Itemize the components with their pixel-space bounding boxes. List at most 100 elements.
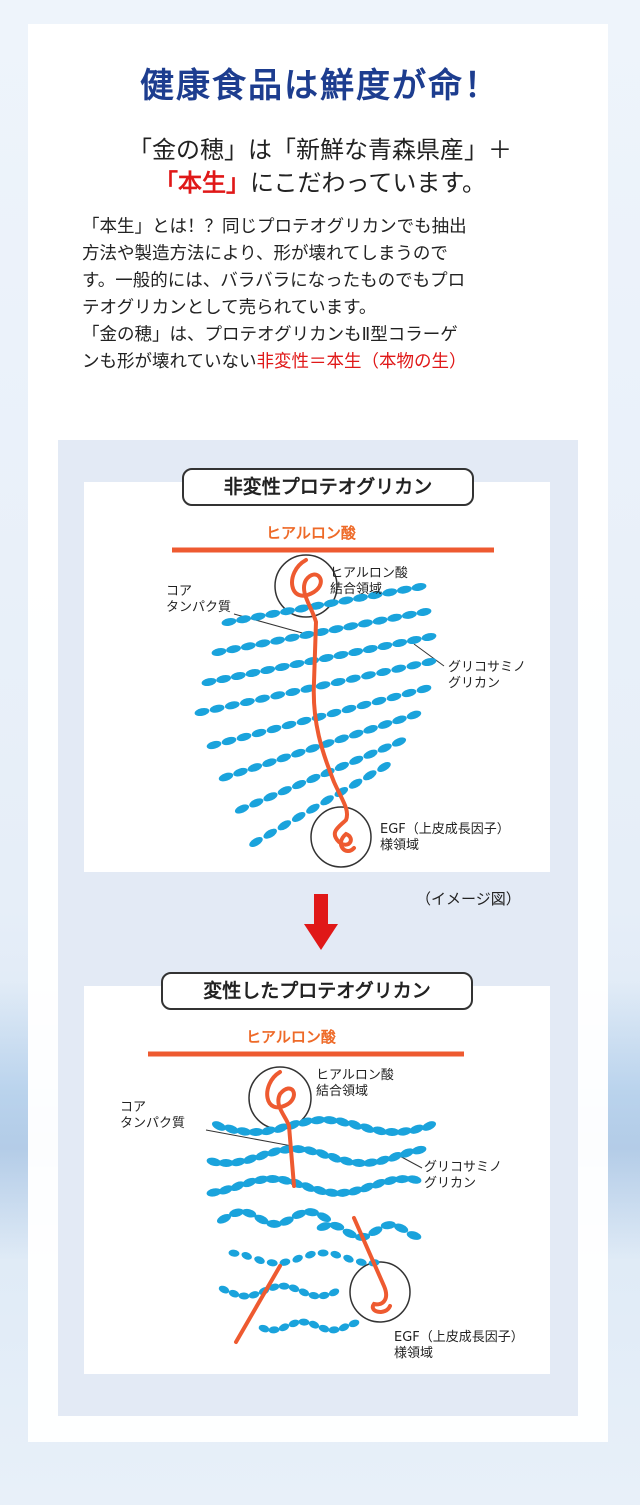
- bead: [348, 729, 364, 739]
- bead: [206, 1157, 222, 1167]
- bead: [409, 1124, 424, 1134]
- bead: [349, 755, 364, 765]
- bead: [277, 1175, 292, 1185]
- bead: [347, 1186, 363, 1196]
- bead: [288, 1319, 300, 1328]
- bead: [224, 701, 240, 710]
- bead: [308, 1292, 320, 1300]
- bead: [377, 641, 393, 651]
- bead: [206, 740, 222, 750]
- bead: [391, 737, 407, 747]
- bead: [394, 1175, 410, 1184]
- bead: [274, 662, 290, 672]
- bead: [391, 664, 407, 673]
- bead: [292, 780, 307, 790]
- bead: [230, 1181, 245, 1192]
- bead: [266, 1219, 282, 1228]
- bead: [328, 625, 344, 634]
- bead: [248, 1291, 260, 1299]
- page-title: 健康食品は鮮度が命！: [140, 66, 500, 106]
- bead: [343, 622, 359, 631]
- bead: [241, 1208, 257, 1218]
- bead: [281, 720, 297, 730]
- honnama-highlight: 「本生」: [154, 168, 251, 197]
- bead: [238, 1292, 250, 1300]
- bead: [255, 694, 270, 703]
- bead: [273, 1123, 288, 1133]
- bead: [241, 1252, 252, 1260]
- diagram-1-title: 非変性プロテオグリカン: [182, 468, 474, 506]
- bead: [310, 1116, 326, 1125]
- bead: [267, 1147, 282, 1157]
- bead: [265, 609, 281, 618]
- bead: [317, 1249, 329, 1257]
- bead: [384, 1127, 400, 1137]
- bead: [258, 1324, 270, 1333]
- bead: [306, 773, 321, 784]
- bead: [416, 684, 432, 694]
- diagram-2-egf-label: EGF（上皮成長因子）様領域: [394, 1330, 524, 1361]
- bead: [396, 1127, 412, 1136]
- bead: [421, 632, 437, 642]
- bead: [253, 1175, 269, 1185]
- bead: [216, 674, 232, 684]
- bead: [371, 696, 387, 706]
- bead: [318, 1324, 330, 1333]
- bead: [319, 739, 335, 748]
- bead: [278, 1323, 290, 1332]
- bead: [240, 642, 256, 651]
- bead: [280, 607, 295, 616]
- bead: [250, 612, 266, 621]
- bead: [372, 616, 388, 625]
- bead: [298, 1117, 313, 1127]
- bead: [228, 1289, 240, 1298]
- bead: [276, 753, 292, 763]
- bead: [356, 700, 372, 710]
- bead: [334, 761, 349, 771]
- bead: [247, 763, 263, 772]
- diagram-2-bind-region-label: ヒアルロン酸結合領域: [316, 1068, 394, 1099]
- bead: [294, 604, 310, 613]
- bead: [362, 644, 378, 654]
- bead: [270, 636, 285, 645]
- bead: [206, 1188, 222, 1197]
- bead: [322, 1116, 338, 1125]
- bead: [263, 792, 278, 802]
- diagram-2-box: [84, 986, 550, 1374]
- bead: [262, 758, 277, 768]
- diagram-1-egf-label: EGF（上皮成長因子）様領域: [380, 822, 510, 853]
- bead: [226, 645, 241, 654]
- diagram-1-hyaluronic-label: ヒアルロン酸: [266, 524, 356, 542]
- diagram-2-title: 変性したプロテオグリカン: [161, 972, 473, 1010]
- bead: [396, 585, 412, 594]
- bead: [290, 1145, 306, 1154]
- bead: [234, 804, 250, 814]
- bead: [324, 1188, 340, 1197]
- bead: [387, 1151, 402, 1162]
- description-line: 「本生」とは！？同じプロテオグリカンでも抽出: [82, 217, 467, 237]
- bead: [236, 732, 252, 742]
- bead: [309, 601, 325, 610]
- bead: [368, 1226, 383, 1237]
- diagram-2-hyaluronic-label: ヒアルロン酸: [246, 1028, 336, 1046]
- bead: [328, 1288, 340, 1297]
- bead: [411, 1145, 427, 1155]
- bead: [363, 749, 378, 759]
- bead: [236, 1127, 252, 1136]
- bead: [387, 613, 403, 622]
- bead: [298, 1288, 310, 1297]
- bead: [329, 1221, 345, 1231]
- bead: [245, 668, 261, 678]
- bead: [315, 1149, 330, 1159]
- description-line: 「金の穂」は、プロテオグリカンもⅡ型コラーゲ: [82, 325, 458, 345]
- bead: [402, 610, 417, 619]
- bead: [296, 716, 312, 726]
- bead: [288, 1284, 300, 1293]
- image-caption: （イメージ図）: [416, 890, 521, 908]
- bead: [323, 599, 339, 608]
- bead: [308, 1320, 320, 1329]
- bead: [300, 684, 316, 693]
- bead: [289, 659, 305, 669]
- bead: [348, 778, 363, 789]
- bead: [421, 1121, 437, 1131]
